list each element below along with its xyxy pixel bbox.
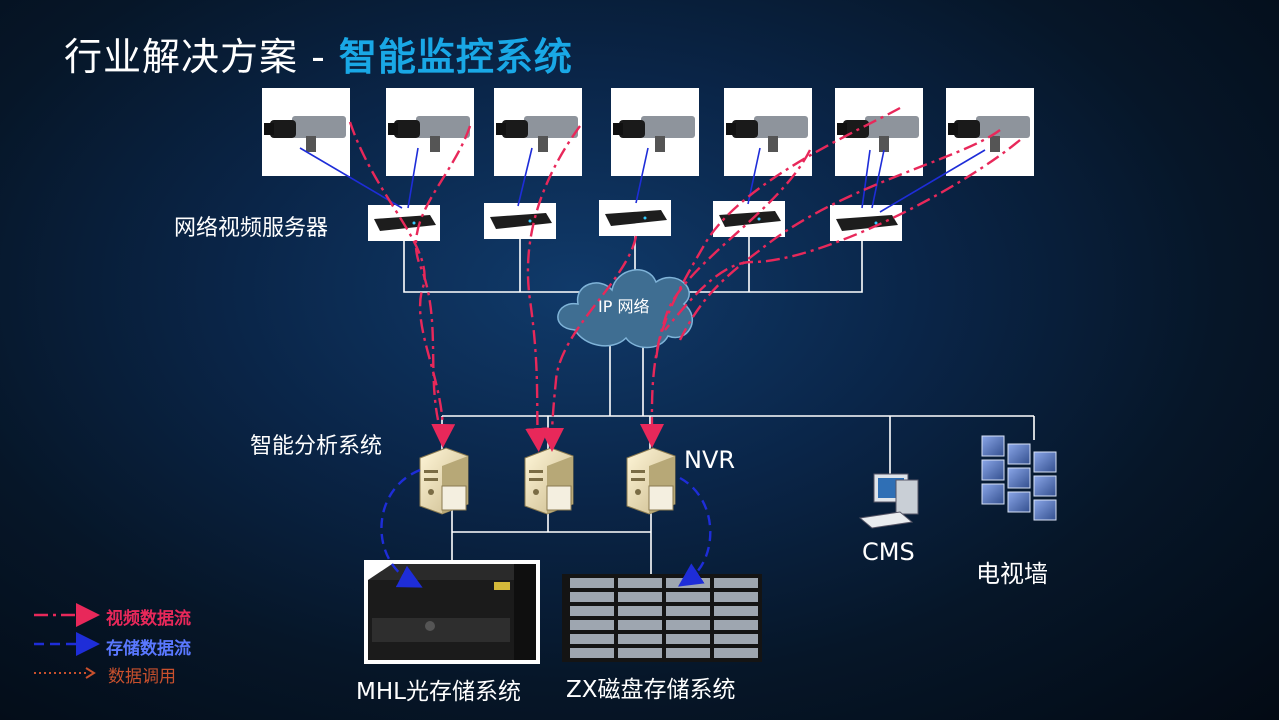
cloud-icon: [557, 269, 694, 349]
encoder-icon: [830, 205, 902, 241]
server-icon: [524, 447, 574, 515]
computer-icon: [858, 473, 919, 529]
mhl-storage-label: MHL光存储系统: [356, 679, 521, 705]
legend-symbols: [34, 603, 100, 679]
video-wall-label: 电视墙: [976, 560, 1048, 588]
camera-icon: [724, 88, 812, 176]
zx-storage-label: ZX磁盘存储系统: [566, 677, 736, 703]
camera-icon: [835, 88, 923, 176]
disk-storage-icon: [562, 574, 762, 662]
encoder-icon: [713, 201, 785, 237]
network-wiring: [403, 236, 1035, 576]
camera-cables: [299, 147, 986, 213]
encoder-label: 网络视频服务器: [174, 216, 329, 241]
camera-icon: [386, 88, 474, 176]
camera-row: [262, 88, 1034, 176]
camera-icon: [262, 88, 350, 176]
optical-storage-icon: [364, 560, 540, 664]
camera-icon: [611, 88, 699, 176]
encoder-icon: [484, 203, 556, 239]
storage-data-flows: [380, 468, 712, 588]
legend-video-label: 视频数据流: [106, 609, 191, 629]
nvr-label: NVR: [684, 446, 736, 474]
title-main: 行业解决方案 -: [64, 35, 339, 79]
title-highlight: 智能监控系统: [338, 35, 573, 79]
page-title: 行业解决方案 - 智能监控系统: [64, 26, 573, 81]
analysis-label: 智能分析系统: [250, 434, 383, 459]
ip-network-label: IP 网络: [598, 297, 650, 316]
camera-icon: [494, 88, 582, 176]
video-data-flows: [348, 106, 1021, 452]
encoder-icon: [599, 200, 671, 236]
legend-call-label: 数据调用: [108, 667, 176, 687]
server-icon: [626, 447, 676, 515]
video-wall-icon: [981, 435, 1057, 521]
cms-label: CMS: [862, 538, 915, 566]
legend-storage-label: 存储数据流: [106, 639, 191, 659]
server-icon: [419, 447, 469, 515]
encoder-row: [368, 200, 902, 241]
